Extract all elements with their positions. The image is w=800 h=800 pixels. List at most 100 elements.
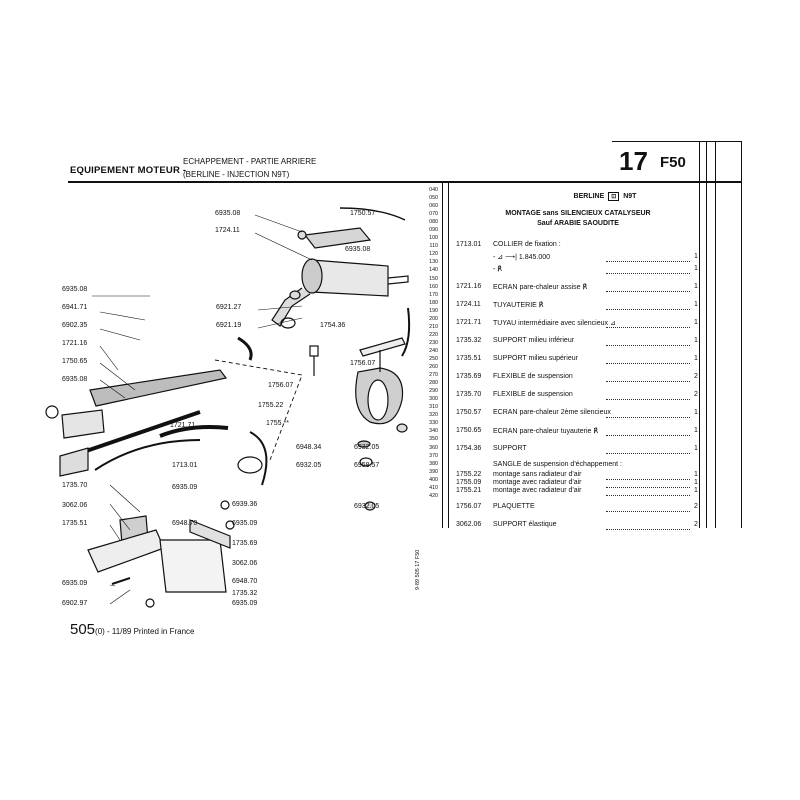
part-ref: 1755.22 (456, 471, 482, 478)
scale-tick: 310 (429, 404, 438, 411)
callout-label: 1750.57 (350, 210, 376, 217)
callout-label: 6902.97 (62, 600, 88, 607)
parts-header-line3: Sauf ARABIE SAOUDITE (537, 220, 619, 227)
callout-label: 6948.34 (296, 444, 322, 451)
callout-label: 1735.32 (232, 590, 258, 597)
part-qty: 1 (694, 283, 698, 290)
part-designation: ECRAN pare-chaleur 2ème silencieux (493, 409, 611, 416)
dot-leader (606, 435, 690, 436)
part-designation: SUPPORT milieu supérieur (493, 355, 578, 362)
callout-label: 1756.07 (268, 382, 294, 389)
part-designation: FLEXIBLE de suspension (493, 391, 573, 398)
part-ref: 1721.71 (456, 319, 482, 326)
scale-tick: 380 (429, 460, 438, 467)
dot-leader (606, 495, 690, 496)
scale-tick: 070 (429, 211, 438, 218)
rear-muffler (311, 259, 389, 297)
callout-label: 1755.22 (258, 402, 284, 409)
scale-tick: 120 (429, 251, 438, 258)
scale-tick: 360 (429, 444, 438, 451)
callout-label: 1756.07 (350, 360, 376, 367)
part-designation: montage avec radiateur d'air (493, 487, 582, 494)
scale-tick: 330 (429, 420, 438, 427)
parts-row: 1755.22 montage sans radiateur d'air 1 (456, 471, 700, 483)
dot-leader (606, 309, 690, 310)
callout-label: 6935.08 (215, 210, 241, 217)
exhaust-exploded-diagram (45, 207, 411, 608)
parts-row: - ℟1 (456, 265, 700, 277)
part-qty: 1 (694, 445, 698, 452)
part-ref: 1735.32 (456, 337, 482, 344)
part-designation: SUPPORT élastique (493, 521, 557, 528)
heat-shield-2nd-muffler (303, 227, 372, 249)
dot-leader (606, 479, 690, 480)
scale-tick: 140 (429, 267, 438, 274)
part-qty: 1 (694, 427, 698, 434)
scale-tick: 280 (429, 380, 438, 387)
section-subtitle-1: ECHAPPEMENT - PARTIE ARRIERE (183, 157, 317, 166)
scale-tick: 210 (429, 323, 438, 330)
part-ref: 1724.11 (456, 301, 481, 308)
part-designation: FLEXIBLE de suspension (493, 373, 573, 380)
scale-tick: 260 (429, 364, 438, 371)
scale-tick: 240 (429, 347, 438, 354)
qty-column-line (699, 141, 700, 528)
part-ref: 1756.07 (456, 503, 482, 510)
part-qty: 1 (694, 479, 698, 486)
collar-clamp (237, 456, 263, 474)
scale-tick: 040 (429, 187, 438, 193)
section-subtitle-2: (BERLINE - INJECTION N9T) (183, 170, 290, 179)
part-qty: 2 (694, 373, 698, 380)
dot-leader (606, 399, 690, 400)
parts-row: 1721.16 ECRAN pare-chaleur assise ℟ 1 (456, 283, 700, 295)
part-ref: 1735.70 (456, 391, 482, 398)
callout-label: 1713.01 (172, 462, 198, 469)
callout-label: 6935.09 (232, 520, 258, 527)
footer-text: (0) - 11/89 Printed in France (95, 627, 195, 636)
scale-tick: 290 (429, 388, 438, 395)
dot-leader (606, 453, 690, 454)
column-line-3 (715, 141, 716, 528)
callout-label: 6958.57 (354, 462, 380, 469)
callout-label: 1735.51 (62, 520, 88, 527)
dot-leader (606, 511, 690, 512)
part-designation: montage sans radiateur d'air (493, 471, 582, 478)
part-designation: TUYAUTERIE ℟ (493, 302, 544, 309)
page-number: 505 (70, 621, 96, 638)
part-ref: 1755.21 (456, 487, 482, 494)
part-designation: SUPPORT milieu inférieur (493, 337, 575, 344)
section-title: EQUIPEMENT MOTEUR - (70, 165, 187, 176)
part-designation: montage avec radiateur d'air (493, 479, 582, 486)
scale-tick: 420 (429, 492, 438, 499)
scale-tick: 080 (429, 219, 438, 226)
scale-tick: 220 (429, 331, 438, 338)
callout-label: 6941.71 (62, 304, 88, 311)
callout-label: 6948.70 (232, 578, 258, 585)
part-qty: 1 (694, 487, 698, 494)
part-designation: ECRAN pare-chaleur assise ℟ (493, 284, 588, 291)
column-line-4 (741, 141, 742, 528)
divider-scale-2 (448, 183, 449, 528)
parts-row: 1724.11 TUYAUTERIE ℟ 1 (456, 301, 700, 313)
part-qty: 1 (694, 301, 698, 308)
scale-tick: 110 (429, 243, 438, 250)
scale-tick: 390 (429, 468, 438, 475)
dot-leader (606, 417, 690, 418)
left-bracket (61, 409, 105, 439)
callout-label: 6935.08 (62, 286, 88, 293)
scale-tick: 410 (429, 484, 438, 491)
dot-leader (606, 261, 690, 262)
part-ref: 1735.51 (456, 355, 482, 362)
scale-tick: 400 (429, 476, 438, 483)
part-ref: 1721.16 (456, 283, 482, 290)
dot-leader (606, 345, 690, 346)
callout-label: 6948.70 (172, 520, 198, 527)
parts-row: 1755.21 montage avec radiateur d'air 1 (456, 487, 700, 499)
